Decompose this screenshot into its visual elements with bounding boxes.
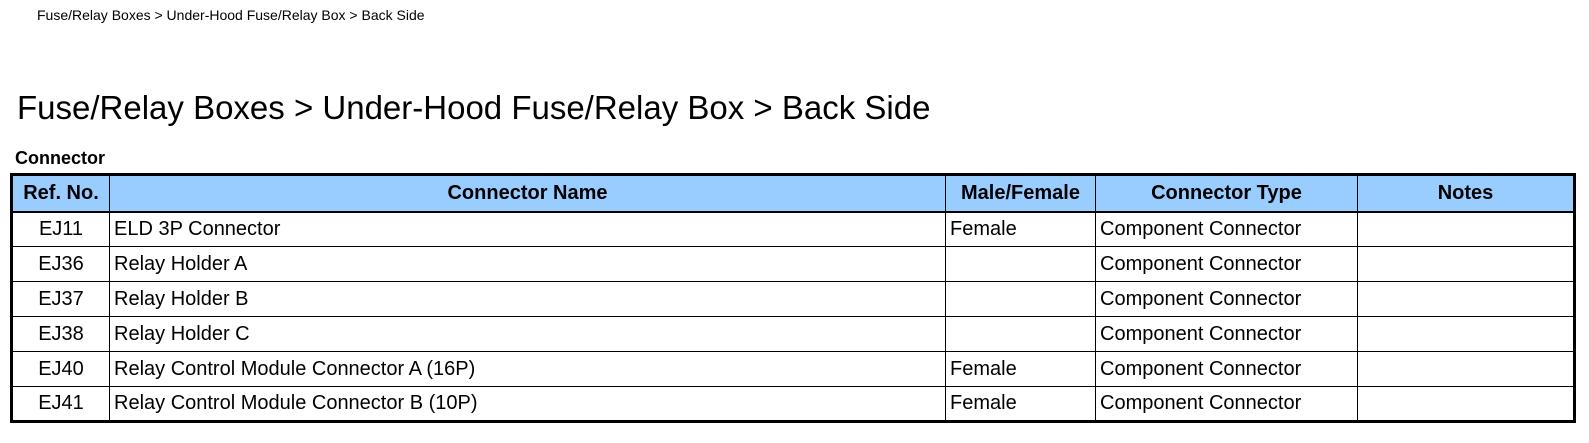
cell-notes [1357, 281, 1575, 317]
cell-connector-type: Component Connector [1095, 386, 1358, 422]
cell-connector-name: Relay Holder C [109, 316, 946, 352]
cell-connector-type: Component Connector [1095, 246, 1358, 282]
header-connector-name: Connector Name [109, 174, 946, 213]
cell-male-female: Female [945, 211, 1096, 247]
table-row: EJ38 Relay Holder C Component Connector [11, 316, 1575, 352]
table-row: EJ40 Relay Control Module Connector A (1… [11, 351, 1575, 387]
table-row: EJ11 ELD 3P Connector Female Component C… [11, 211, 1575, 247]
cell-connector-type: Component Connector [1095, 211, 1358, 247]
cell-ref-no: EJ41 [11, 386, 110, 422]
header-ref-no: Ref. No. [11, 174, 110, 213]
cell-connector-type: Component Connector [1095, 351, 1358, 387]
header-notes: Notes [1357, 174, 1575, 213]
cell-ref-no: EJ38 [11, 316, 110, 352]
table-row: EJ36 Relay Holder A Component Connector [11, 246, 1575, 282]
cell-connector-name: Relay Control Module Connector A (16P) [109, 351, 946, 387]
cell-notes [1357, 211, 1575, 247]
cell-ref-no: EJ37 [11, 281, 110, 317]
table-header-row: Ref. No. Connector Name Male/Female Conn… [11, 174, 1575, 213]
header-connector-type: Connector Type [1095, 174, 1358, 213]
cell-connector-type: Component Connector [1095, 316, 1358, 352]
cell-male-female: Female [945, 351, 1096, 387]
table-row: EJ37 Relay Holder B Component Connector [11, 281, 1575, 317]
section-title: Connector [15, 148, 105, 168]
cell-male-female [945, 281, 1096, 317]
cell-ref-no: EJ40 [11, 351, 110, 387]
breadcrumb: Fuse/Relay Boxes > Under-Hood Fuse/Relay… [37, 7, 425, 23]
connector-table: Ref. No. Connector Name Male/Female Conn… [10, 173, 1576, 423]
cell-connector-name: Relay Holder A [109, 246, 946, 282]
cell-male-female [945, 246, 1096, 282]
cell-connector-name: ELD 3P Connector [109, 211, 946, 247]
page-title: Fuse/Relay Boxes > Under-Hood Fuse/Relay… [17, 89, 931, 126]
cell-male-female [945, 316, 1096, 352]
cell-male-female: Female [945, 386, 1096, 422]
cell-notes [1357, 351, 1575, 387]
cell-connector-name: Relay Control Module Connector B (10P) [109, 386, 946, 422]
cell-connector-name: Relay Holder B [109, 281, 946, 317]
table-row: EJ41 Relay Control Module Connector B (1… [11, 386, 1575, 422]
header-male-female: Male/Female [945, 174, 1096, 213]
cell-notes [1357, 386, 1575, 422]
cell-notes [1357, 246, 1575, 282]
cell-ref-no: EJ36 [11, 246, 110, 282]
cell-ref-no: EJ11 [11, 211, 110, 247]
cell-notes [1357, 316, 1575, 352]
cell-connector-type: Component Connector [1095, 281, 1358, 317]
